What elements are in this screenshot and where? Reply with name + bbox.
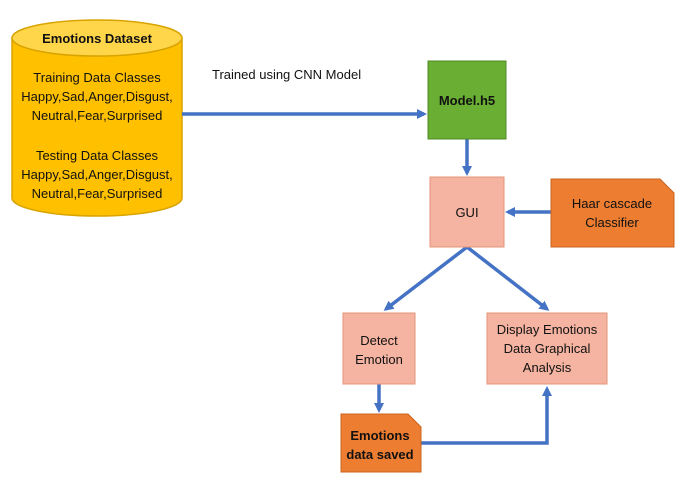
arrow-gui-to-detect <box>383 245 469 311</box>
detect-box <box>342 312 416 385</box>
haar-box <box>550 178 675 248</box>
detect-node: Detect Emotion <box>342 312 416 385</box>
arrow-saved-to-display <box>421 386 552 445</box>
display-line1: Display Emotions <box>497 322 598 337</box>
saved-box <box>340 413 422 473</box>
saved-node: Emotions data saved <box>340 413 422 473</box>
gui-box <box>429 176 505 248</box>
emotions-dataset-cylinder: Emotions Dataset Training Data Classes H… <box>11 19 183 217</box>
gui-label: GUI <box>455 205 478 220</box>
training-classes-line2: Neutral,Fear,Surprised <box>32 108 163 123</box>
display-box <box>486 312 608 385</box>
detect-line1: Detect <box>360 333 398 348</box>
saved-line2: data saved <box>346 447 413 462</box>
testing-classes-line1: Happy,Sad,Anger,Disgust, <box>21 167 173 182</box>
model-label: Model.h5 <box>439 93 495 108</box>
connectors <box>182 109 552 445</box>
model-box <box>427 60 507 140</box>
haar-node: Haar cascade Classifier <box>550 178 675 248</box>
testing-classes-line2: Neutral,Fear,Surprised <box>32 186 163 201</box>
training-title: Training Data Classes <box>33 70 161 85</box>
dataset-title: Emotions Dataset <box>42 31 152 46</box>
display-line2: Data Graphical <box>504 341 591 356</box>
saved-line1: Emotions <box>350 428 409 443</box>
haar-line2: Classifier <box>585 215 639 230</box>
cylinder-body <box>11 37 183 217</box>
training-classes-line1: Happy,Sad,Anger,Disgust, <box>21 89 173 104</box>
haar-line1: Haar cascade <box>572 196 652 211</box>
arrow-gui-to-display <box>465 245 550 311</box>
display-node: Display Emotions Data Graphical Analysis <box>486 312 608 385</box>
detect-line2: Emotion <box>355 352 403 367</box>
display-line3: Analysis <box>523 360 572 375</box>
gui-node: GUI <box>429 176 505 248</box>
cylinder-top <box>11 19 183 57</box>
model-node: Model.h5 <box>427 60 507 140</box>
testing-title: Testing Data Classes <box>36 148 159 163</box>
edge-label-cnn: Trained using CNN Model <box>212 67 361 82</box>
